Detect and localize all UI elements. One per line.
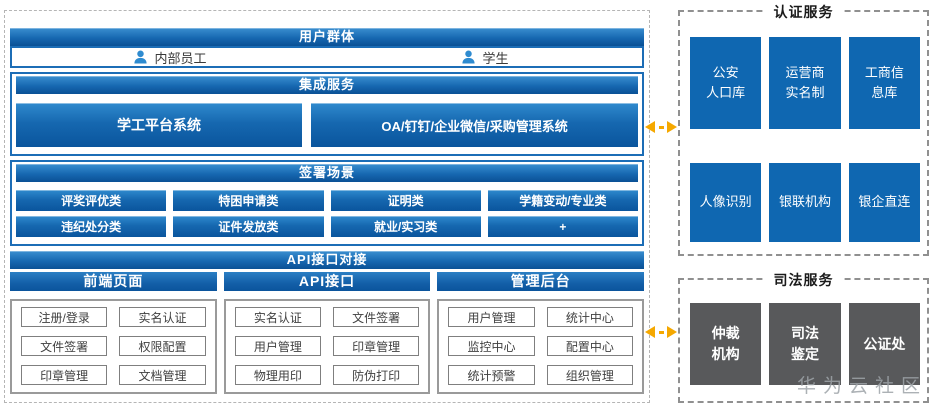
user-internal-staff: 内部员工 [12,48,327,67]
scenario-box: 评奖评优类 [16,190,167,211]
feature-item: 防伪打印 [333,365,420,385]
feature-item: 权限配置 [119,336,206,356]
scenario-box: 证明类 [330,190,481,211]
judicial-box: 仲裁 机构 [690,303,762,385]
auth-box: 人像识别 [690,163,762,242]
judicial-box: 司法 鉴定 [769,303,841,385]
feature-item: 文件签署 [333,307,420,327]
system-box-oa-dingtalk: OA/钉钉/企业微信/采购管理系统 [311,103,638,147]
user-label-internal: 内部员工 [154,50,207,66]
arrow-left-head [645,121,655,133]
watermark: 华为云社区 [797,376,928,397]
frontend-header: 前端页面 [10,272,217,291]
platform-panel: 用户群体 内部员工 学生 集成服务 学工平台系统 OA/钉钉 [4,10,650,403]
user-label-student: 学生 [482,50,509,66]
scenario-box: 学籍变动/专业类 [487,190,638,211]
arrow-left-head [645,326,655,338]
bidirectional-arrow-icon [645,120,677,134]
arrow-right-head [667,121,677,133]
feature-item: 实名认证 [234,307,321,327]
api-column-api: API接口 实名认证 文件签署 用户管理 印章管理 物理用印 防伪打印 [223,272,431,394]
feature-item: 统计中心 [546,307,634,327]
auth-service-panel: 认证服务 公安 人口库 运营商 实名制 工商信 息库 人像识别 银联机构 银企直… [678,2,929,256]
scenario-box-add: + [487,216,638,237]
admin-header: 管理后台 [437,272,645,291]
scenario-box: 证件发放类 [173,216,324,237]
api-section-header: API接口对接 [10,251,644,269]
integration-systems-row: 学工平台系统 OA/钉钉/企业微信/采购管理系统 [16,103,638,147]
judicial-service-panel: 司法服务 仲裁 机构 司法 鉴定 公证处 [678,270,929,403]
arrow-dash [658,330,664,334]
user-student: 学生 [327,48,642,67]
scenario-header: 签署场景 [16,164,638,182]
feature-item: 组织管理 [546,365,634,385]
user-group-header: 用户群体 [10,28,644,46]
api-column-frontend: 前端页面 注册/登录 实名认证 文件签署 权限配置 印章管理 文档管理 [10,272,217,394]
feature-item: 配置中心 [546,336,634,356]
judicial-service-title: 司法服务 [763,270,844,290]
auth-box: 工商信 息库 [848,37,920,129]
feature-item: 印章管理 [333,336,420,356]
auth-box: 银联机构 [769,163,841,242]
person-icon [134,50,148,64]
api-header: API接口 [223,272,431,291]
feature-item: 统计预警 [448,365,535,385]
feature-item: 文件签署 [21,336,108,356]
api-feature-box: 实名认证 文件签署 用户管理 印章管理 物理用印 防伪打印 [223,299,431,394]
integration-section: 集成服务 学工平台系统 OA/钉钉/企业微信/采购管理系统 [10,72,644,156]
frontend-feature-box: 注册/登录 实名认证 文件签署 权限配置 印章管理 文档管理 [10,299,217,394]
scenario-box: 特困申请类 [173,190,324,211]
scenario-box: 就业/实习类 [330,216,481,237]
scenario-grid: 评奖评优类 特困申请类 证明类 学籍变动/专业类 违纪处分类 证件发放类 就业/… [16,190,638,237]
bidirectional-arrow-icon [645,325,677,339]
auth-service-title: 认证服务 [763,2,844,22]
feature-item: 印章管理 [21,365,108,385]
feature-item: 文档管理 [119,365,206,385]
scenario-box: 违纪处分类 [16,216,167,237]
admin-feature-box: 用户管理 统计中心 监控中心 配置中心 统计预警 组织管理 [437,299,645,394]
system-box-student-platform: 学工平台系统 [16,103,303,147]
auth-box: 银企直连 [848,163,920,242]
api-column-admin: 管理后台 用户管理 统计中心 监控中心 配置中心 统计预警 组织管理 [437,272,645,394]
arrow-dash [658,125,664,129]
feature-item: 实名认证 [119,307,206,327]
scenario-section: 签署场景 评奖评优类 特困申请类 证明类 学籍变动/专业类 违纪处分类 证件发放… [10,160,644,246]
feature-item: 物理用印 [234,365,321,385]
api-columns: 前端页面 注册/登录 实名认证 文件签署 权限配置 印章管理 文档管理 API接… [10,272,645,394]
judicial-box: 公证处 [848,303,920,385]
feature-item: 监控中心 [448,336,535,356]
judicial-service-grid: 仲裁 机构 司法 鉴定 公证处 [680,280,927,385]
auth-box: 运营商 实名制 [769,37,841,129]
integration-header: 集成服务 [16,76,638,94]
arrow-right-head [667,326,677,338]
feature-item: 用户管理 [234,336,321,356]
person-icon [462,50,476,64]
feature-item: 用户管理 [448,307,535,327]
auth-box: 公安 人口库 [690,37,762,129]
user-group-row: 内部员工 学生 [10,46,644,68]
auth-service-grid: 公安 人口库 运营商 实名制 工商信 息库 人像识别 银联机构 银企直连 [680,12,927,242]
feature-item: 注册/登录 [21,307,108,327]
